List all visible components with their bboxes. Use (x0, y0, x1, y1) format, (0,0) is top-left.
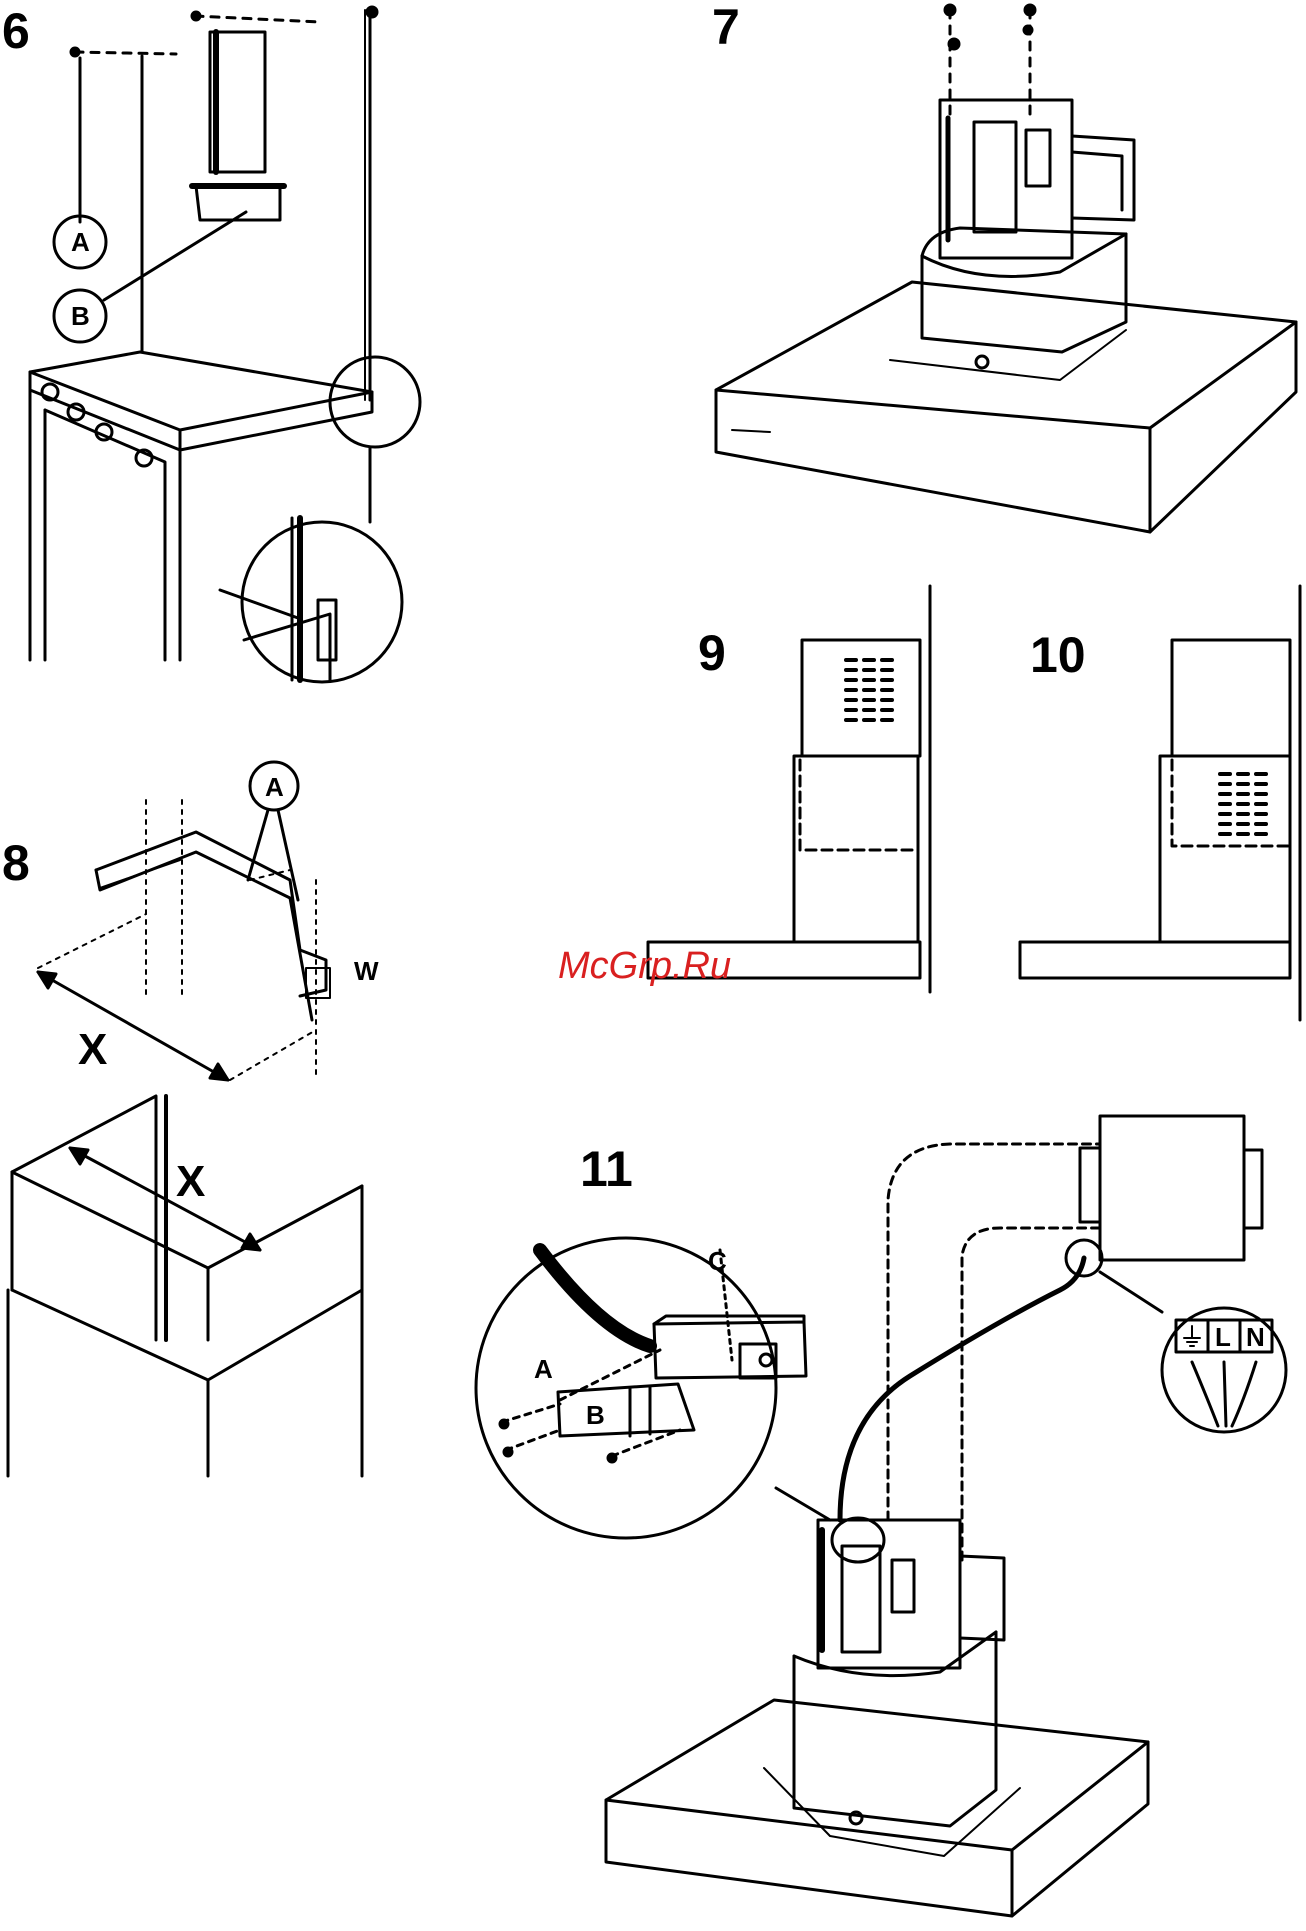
figure-6-callout-b: B (71, 301, 90, 331)
figure-8-label-w: W (354, 956, 379, 986)
watermark: McGrp.Ru (558, 945, 731, 987)
figure-8-number: 8 (2, 835, 30, 891)
earth-ground-icon (1184, 1326, 1200, 1346)
figure-6-callout-a: A (71, 227, 90, 257)
figure-11-number: 11 (580, 1141, 633, 1197)
figure-7 (716, 5, 1296, 532)
figure-9-number: 9 (698, 625, 726, 681)
figure-8-dimension-x-top: X (78, 1025, 107, 1074)
figure-8 (8, 762, 362, 1476)
figure-11-callout-a: A (534, 1354, 553, 1384)
figure-9 (648, 586, 930, 992)
figure-11-terminal-n: N (1246, 1322, 1265, 1352)
figure-11 (476, 1116, 1286, 1916)
figure-6-number: 6 (2, 3, 30, 59)
figure-10-number: 10 (1030, 627, 1086, 683)
figure-8-dimension-x-bottom: X (176, 1157, 205, 1206)
figure-8-callout-a: A (265, 772, 284, 802)
figure-6 (30, 7, 420, 682)
figure-11-terminal-l: L (1215, 1322, 1231, 1352)
figure-7-number: 7 (712, 0, 740, 55)
figure-11-callout-c: C (708, 1246, 727, 1276)
figure-11-callout-b: B (586, 1400, 605, 1430)
